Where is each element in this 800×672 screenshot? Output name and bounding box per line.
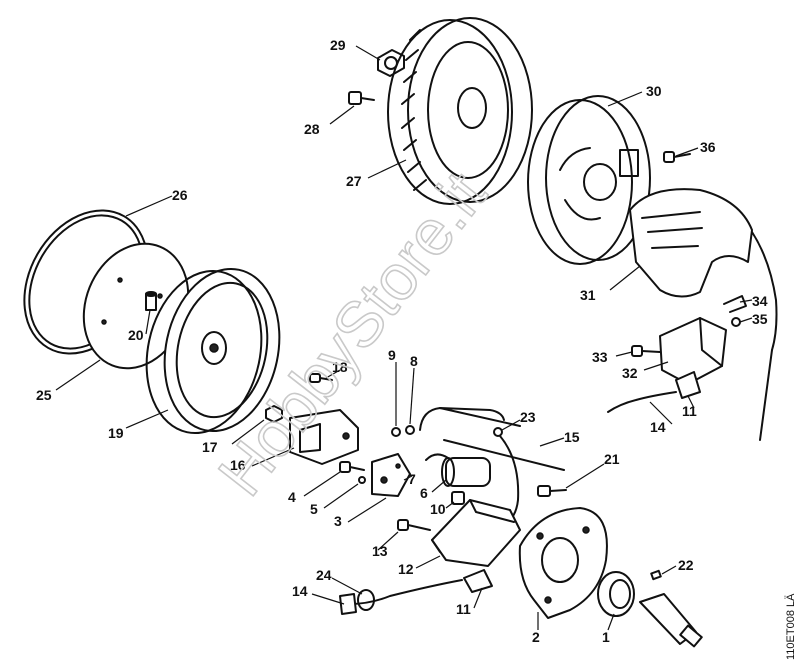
label-14-upper: 14 bbox=[650, 419, 666, 435]
label-23: 23 bbox=[520, 409, 536, 425]
part-5-washer bbox=[358, 476, 366, 484]
label-31: 31 bbox=[580, 287, 596, 303]
label-32: 32 bbox=[622, 365, 638, 381]
document-reference: 110ET008 LÄ bbox=[785, 593, 797, 660]
part-4-screw bbox=[339, 461, 365, 473]
label-19: 19 bbox=[108, 425, 124, 441]
label-11-lower: 11 bbox=[456, 601, 471, 617]
label-28: 28 bbox=[304, 121, 320, 137]
label-17: 17 bbox=[202, 439, 218, 455]
part-32-ignition-coil bbox=[659, 317, 727, 385]
part-11-hv-lead-lower bbox=[463, 569, 493, 593]
label-33: 33 bbox=[592, 349, 608, 365]
spark-plug-connector bbox=[639, 593, 703, 648]
part-24-grommet bbox=[357, 589, 375, 611]
label-24: 24 bbox=[316, 567, 332, 583]
label-18: 18 bbox=[332, 359, 348, 375]
label-25: 25 bbox=[36, 387, 52, 403]
part-20-stud bbox=[145, 291, 157, 311]
part-12-ignition-coil bbox=[431, 499, 521, 567]
label-29: 29 bbox=[330, 37, 346, 53]
part-2-stator-plate bbox=[518, 507, 608, 619]
part-8-washer bbox=[405, 425, 415, 435]
part-6-condenser bbox=[425, 453, 491, 487]
label-30: 30 bbox=[646, 83, 662, 99]
label-26: 26 bbox=[172, 187, 188, 203]
part-25-disc bbox=[82, 242, 190, 370]
part-3-contact-set bbox=[371, 453, 411, 497]
part-29-nut bbox=[377, 49, 405, 77]
label-7: 7 bbox=[408, 471, 416, 487]
part-23-wire bbox=[419, 407, 521, 529]
part-1-seal bbox=[597, 571, 635, 617]
label-2: 2 bbox=[532, 629, 540, 645]
label-8: 8 bbox=[410, 353, 418, 369]
part-16-coil bbox=[289, 409, 359, 465]
label-1: 1 bbox=[602, 629, 610, 645]
label-3: 3 bbox=[334, 513, 342, 529]
part-34-terminal bbox=[723, 295, 747, 313]
label-34: 34 bbox=[752, 293, 768, 309]
part-27-flywheel bbox=[387, 17, 533, 205]
label-15: 15 bbox=[564, 429, 580, 445]
part-36-screw bbox=[663, 151, 691, 163]
label-21: 21 bbox=[604, 451, 620, 467]
label-5: 5 bbox=[310, 501, 318, 517]
label-4: 4 bbox=[288, 489, 296, 505]
part-31-shroud bbox=[629, 188, 778, 441]
part-15-wire bbox=[443, 439, 565, 471]
label-6: 6 bbox=[420, 485, 428, 501]
label-13: 13 bbox=[372, 543, 388, 559]
part-22-key bbox=[650, 569, 662, 581]
part-21-screw bbox=[537, 485, 567, 497]
label-36: 36 bbox=[700, 139, 716, 155]
part-17-washer bbox=[265, 405, 283, 423]
part-9-washer bbox=[391, 427, 401, 437]
label-20: 20 bbox=[128, 327, 144, 343]
part-28-screw bbox=[348, 91, 375, 105]
label-27: 27 bbox=[346, 173, 362, 189]
label-16: 16 bbox=[230, 457, 246, 473]
label-14-lower: 14 bbox=[292, 583, 308, 599]
label-22: 22 bbox=[678, 557, 694, 573]
leader-lines bbox=[55, 45, 753, 631]
label-10: 10 bbox=[430, 501, 446, 517]
label-11-upper: 11 bbox=[682, 403, 697, 419]
label-35: 35 bbox=[752, 311, 768, 327]
part-35-washer bbox=[731, 317, 741, 327]
part-13-screw bbox=[397, 519, 431, 531]
part-number-labels: 29 28 27 30 36 31 26 20 25 19 18 9 8 23 … bbox=[36, 37, 768, 645]
part-11-hv-lead-upper bbox=[607, 371, 701, 413]
label-12: 12 bbox=[398, 561, 414, 577]
part-33-screw bbox=[631, 345, 661, 357]
part-14-lead-lower bbox=[339, 579, 463, 615]
part-18-screw bbox=[309, 373, 333, 383]
label-9: 9 bbox=[388, 347, 396, 363]
part-30-fan-housing bbox=[527, 95, 651, 265]
part-19-rotor bbox=[145, 267, 281, 435]
part-10-screw bbox=[451, 491, 465, 505]
